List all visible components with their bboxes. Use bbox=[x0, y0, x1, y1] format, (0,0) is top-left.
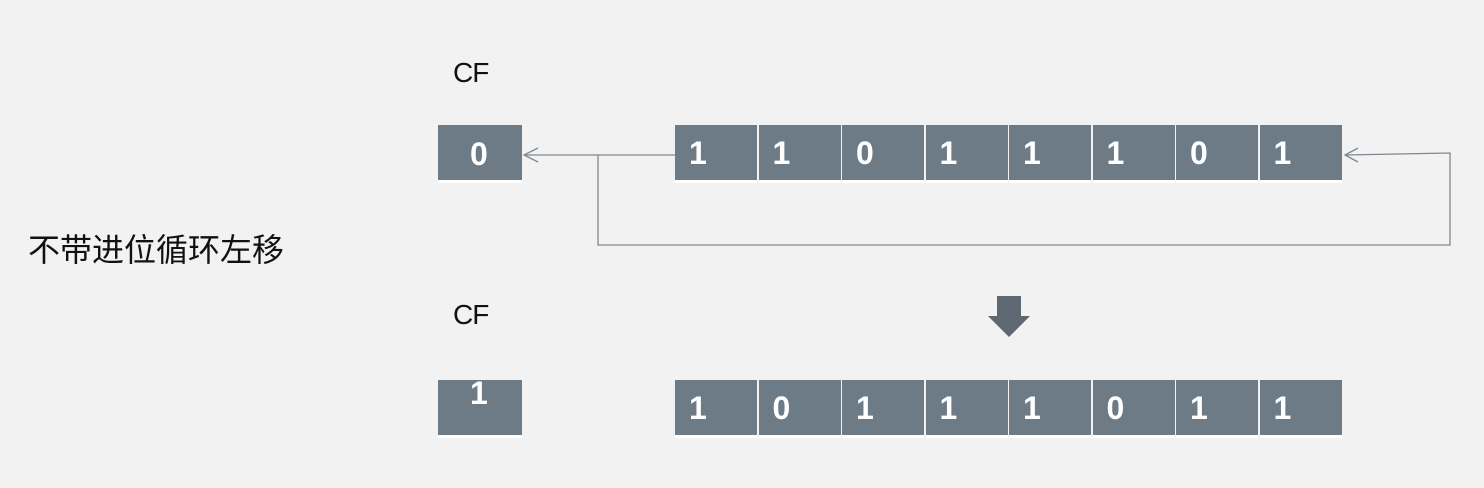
bit-before-4: 1 bbox=[925, 125, 1008, 183]
bit-after-5: 1 bbox=[842, 380, 924, 438]
bit-after-1: 1 bbox=[1176, 380, 1258, 438]
arrowhead-left-icon bbox=[1343, 147, 1359, 163]
bit-after-2: 0 bbox=[1092, 380, 1175, 438]
arrowhead-left-icon bbox=[522, 147, 539, 163]
bit-after-3: 1 bbox=[1009, 380, 1091, 438]
down-arrow-icon bbox=[988, 296, 1030, 337]
bit-after-4: 1 bbox=[925, 380, 1008, 438]
cf-label-after: CF bbox=[453, 299, 489, 330]
bit-before-1: 0 bbox=[1176, 125, 1258, 183]
bits-row-before: 1 1 0 1 1 1 0 1 bbox=[675, 125, 1342, 183]
bit-after-7: 1 bbox=[675, 380, 757, 438]
bit-before-0: 1 bbox=[1259, 125, 1342, 183]
cf-box-before: 0 bbox=[438, 125, 522, 183]
cf-label-before: CF bbox=[453, 57, 489, 88]
cf-box-after: 1 bbox=[438, 377, 522, 438]
diagram-title: 不带进位循环左移 bbox=[28, 231, 285, 269]
bit-before-5: 0 bbox=[842, 125, 924, 183]
bit-before-2: 1 bbox=[1092, 125, 1175, 183]
bits-row-after: 1 0 1 1 1 0 1 1 bbox=[675, 380, 1342, 438]
bit-before-7: 1 bbox=[675, 125, 757, 183]
bit-after-0: 1 bbox=[1259, 380, 1342, 438]
bit-before-3: 1 bbox=[1009, 125, 1091, 183]
bit-after-6: 0 bbox=[758, 380, 841, 438]
bit-before-6: 1 bbox=[758, 125, 841, 183]
